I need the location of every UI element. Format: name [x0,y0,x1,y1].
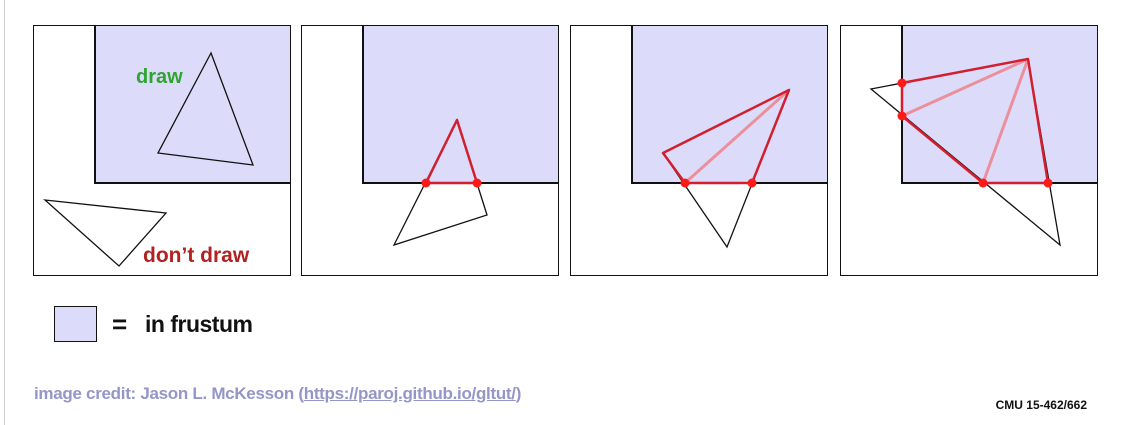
slide-left-border [4,0,5,425]
intersection-point [472,178,482,188]
triangulation-edge [684,88,790,185]
frustum-region [363,25,559,183]
dont-draw-label: don’t draw [143,244,250,267]
intersection-point [421,178,431,188]
legend-swatch [54,306,97,342]
legend-equals: = [112,309,128,339]
intersection-point [680,178,690,188]
panel-1-svg: draw don’t draw [33,25,291,276]
frustum-boundary [631,25,828,184]
diagram-panel-4 [840,25,1098,276]
clipped-triangle [424,118,479,185]
credit-suffix: ) [515,384,522,403]
course-label: CMU 15-462/662 [995,398,1087,412]
triangle-outside [43,199,168,267]
panel-border [301,25,559,276]
frustum-region [632,25,828,183]
panel-3-svg [570,25,828,276]
intersection-point [1043,178,1053,188]
triangulation-edge [901,57,1029,118]
panel-2-svg [301,25,559,276]
triangle-inside [156,51,254,166]
credit-link[interactable]: https://paroj.github.io/gltut/ [303,384,516,403]
intersection-point [978,178,988,188]
frustum-region [902,25,1098,183]
panel-4-svg [840,25,1098,276]
panel-border [840,25,1098,276]
draw-label: draw [136,66,183,88]
diagram-panel-2 [301,25,559,276]
intersection-point [897,78,907,88]
diagram-panel-1: draw don’t draw [33,25,291,276]
image-credit: image credit: Jason L. McKesson (https:/… [34,384,521,404]
diagram-panel-3 [570,25,828,276]
frustum-region [95,25,291,183]
legend-label: in frustum [145,311,253,337]
triangulation-edge [981,58,1030,184]
frustum-boundary [362,25,559,184]
panel-border [33,25,291,276]
frustum-boundary [94,25,291,184]
clipped-polygon [900,57,1050,185]
panel-border [570,25,828,276]
intersection-point [897,111,907,121]
credit-prefix: image credit: Jason L. McKesson ( [34,384,304,403]
intersection-point [747,178,757,188]
